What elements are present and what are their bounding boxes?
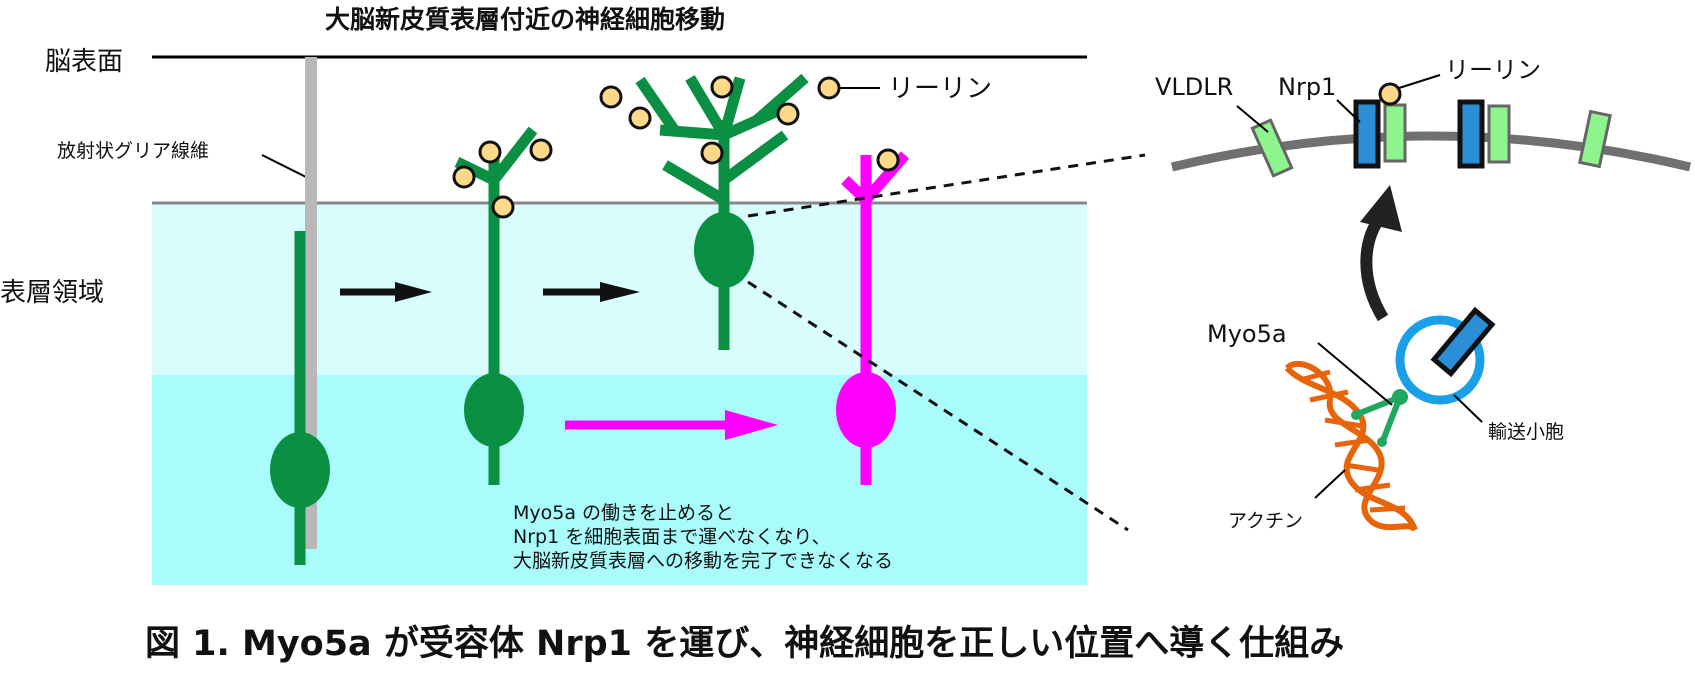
reelin-circle (817, 76, 841, 100)
figure-caption: 図 1. Myo5a が受容体 Nrp1 を運び、神経細胞を正しい位置へ導く仕組… (145, 624, 1344, 664)
note-line-2: Nrp1 を細胞表面まで運べなくなり、 (513, 526, 830, 548)
vesicle-label: 輸送小胞 (1488, 421, 1564, 443)
vldlr-label: VLDLR (1155, 73, 1233, 101)
note-line-3: 大脳新皮質表層への移動を完了できなくなる (513, 550, 893, 572)
cell-membrane (1170, 131, 1692, 172)
reelin-circle (1378, 82, 1402, 106)
reelin-circle (599, 85, 623, 109)
vesicle-leader (1453, 394, 1483, 423)
reelin-circle (700, 141, 724, 165)
nrp1-leader (1336, 99, 1361, 123)
radial-glia-label: 放射状グリア線維 (57, 140, 209, 162)
neuron-migrating (270, 231, 330, 565)
figure-title: 大脳新皮質表層付近の神経細胞移動 (325, 5, 725, 34)
reelin-circle (876, 148, 900, 172)
reelin-circle (776, 102, 800, 126)
vldlr-receptor (1578, 109, 1612, 169)
actin-leader (1314, 469, 1346, 499)
zoom-line-top (747, 153, 1146, 218)
reelin-group (452, 75, 900, 219)
knockdown-arrow-icon (565, 410, 778, 440)
nrp1-receptor (1353, 99, 1407, 169)
reelin-label-right: リーリン (1445, 56, 1541, 84)
brain-surface-label: 脳表面 (45, 47, 123, 77)
nrp1-label: Nrp1 (1278, 73, 1336, 101)
reelin-circle (478, 140, 502, 164)
reelin-leader-right (1398, 74, 1441, 89)
reelin-label-left: リーリン (888, 74, 992, 104)
actin-filament (1284, 360, 1418, 533)
curved-up-arrow-icon (1360, 211, 1389, 322)
reelin-circle (628, 106, 652, 130)
myo5a-motor (1351, 389, 1408, 447)
reelin-circle (710, 75, 734, 99)
radial-glia-leader (261, 154, 309, 179)
vesicle-nrp1 (1430, 306, 1496, 378)
neuron-translocating (635, 73, 809, 350)
actin-label: アクチン (1228, 510, 1303, 532)
myo5a-label: Myo5a (1207, 320, 1287, 348)
right-arrow-icon (543, 282, 640, 302)
reelin-circle (491, 195, 515, 219)
radial-glia-fiber (305, 57, 317, 549)
vldlr-receptor (1250, 118, 1294, 178)
reelin-circle (529, 138, 553, 162)
vldlr-leader (1236, 105, 1269, 133)
nrp1-receptor (1457, 99, 1511, 169)
superficial-region-label: 表層領域 (0, 278, 104, 308)
curved-up-arrow-head (1360, 185, 1402, 232)
reelin-circle (452, 165, 476, 189)
note-line-1: Myo5a の働きを止めると (513, 502, 734, 524)
right-arrow-icon (340, 282, 432, 302)
myo5a-leader (1317, 342, 1393, 406)
zoom-line-bottom (747, 280, 1129, 532)
